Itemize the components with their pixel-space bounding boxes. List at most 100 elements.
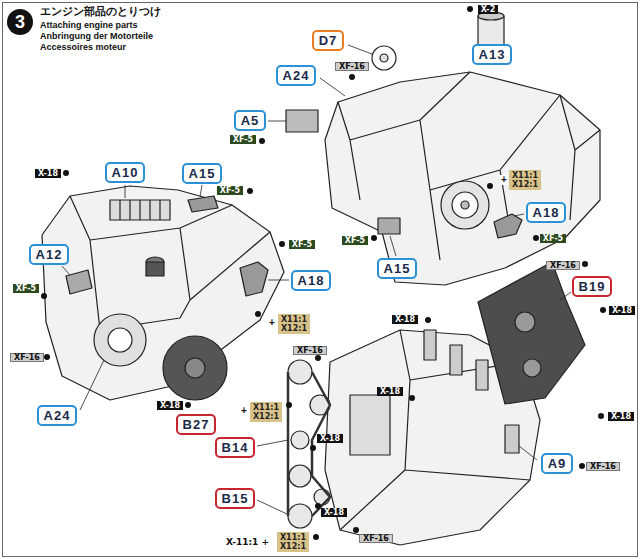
leader-line xyxy=(348,45,372,54)
paint-code: X11:1 xyxy=(281,315,307,324)
left-engine xyxy=(110,200,170,220)
paint-tag: XF-16 xyxy=(335,62,369,71)
leader-line xyxy=(125,185,126,198)
paint-tag: XF-5 xyxy=(289,240,315,249)
part-callout: A24 xyxy=(276,65,317,86)
frame xyxy=(3,3,638,557)
paint-note: X-11:1 + xyxy=(225,537,270,547)
lower-engine xyxy=(450,345,462,375)
paint-code: XF-5 xyxy=(543,234,563,243)
paint-code: X-18 xyxy=(324,508,344,517)
paint-tag: XF-16 xyxy=(359,534,393,543)
step-title: エンジン部品のとりつけ xyxy=(40,6,161,18)
part-number: A15 xyxy=(189,166,216,181)
paint-tag: X-18 xyxy=(321,508,347,517)
paint-dot xyxy=(409,395,415,401)
plus-sign: + xyxy=(268,318,276,328)
left-engine xyxy=(108,328,132,352)
paint-tag: X-2 xyxy=(478,5,498,14)
paint-dot xyxy=(41,6,606,540)
lower-engine xyxy=(288,262,585,545)
upper-engine xyxy=(452,192,478,218)
paint-tag: X-18 xyxy=(35,169,61,178)
part-callout: B15 xyxy=(215,488,256,509)
paint-code: X-18 xyxy=(160,401,180,410)
paint-code: X-18 xyxy=(395,315,415,324)
part-callout: D7 xyxy=(312,30,345,51)
part-callout: A15 xyxy=(377,258,418,279)
lower-engine xyxy=(476,360,488,390)
paint-code: X-18 xyxy=(612,306,632,315)
part-number: A18 xyxy=(533,205,560,220)
paint-tag: XF-5 xyxy=(230,135,256,144)
leader-line xyxy=(560,292,571,300)
paint-code: X-18 xyxy=(38,169,58,178)
paint-tag: X-18 xyxy=(157,401,183,410)
paint-code: XF-16 xyxy=(297,347,323,354)
paint-dot xyxy=(371,235,377,241)
part-callout: A10 xyxy=(105,162,146,183)
leader-line xyxy=(268,280,289,281)
upper-engine xyxy=(338,72,600,260)
left-engine xyxy=(42,186,284,400)
part-callout: A9 xyxy=(541,453,574,474)
paint-dot xyxy=(286,402,292,408)
leader-line xyxy=(200,185,202,197)
paint-dot xyxy=(63,170,69,176)
paint-tag: XF-16 xyxy=(10,353,44,362)
paint-dot xyxy=(313,534,319,540)
leader-line xyxy=(62,266,70,275)
part-number: A5 xyxy=(241,113,260,128)
paint-code: XF-16 xyxy=(14,354,40,361)
part-number: B14 xyxy=(222,440,249,455)
paint-tag: XF-16 xyxy=(293,346,327,355)
paint-code: X11:1 xyxy=(253,403,279,412)
left-engine xyxy=(66,270,92,294)
left-engine xyxy=(94,314,146,366)
part-callout: B19 xyxy=(572,276,613,297)
paint-dot xyxy=(600,307,606,313)
leader-line xyxy=(390,236,396,256)
paint-dot xyxy=(487,183,493,189)
paint-code: XF-16 xyxy=(590,463,616,470)
left-engine xyxy=(188,196,218,212)
part-number: A24 xyxy=(283,68,310,83)
paint-code: X11:1 xyxy=(512,171,538,180)
plus-sign: + xyxy=(500,175,508,185)
lower-engine xyxy=(424,330,436,360)
upper-engine xyxy=(380,54,388,62)
paint-code: X-18 xyxy=(611,412,631,421)
lower-engine xyxy=(350,395,390,455)
upper-engine xyxy=(286,110,318,132)
part-callout: A12 xyxy=(29,244,70,265)
paint-tag: XF-5 xyxy=(217,186,243,195)
paint-dot xyxy=(353,527,359,533)
part-number: B27 xyxy=(183,417,210,432)
part-callout: A5 xyxy=(234,110,267,131)
part-number: A24 xyxy=(44,408,71,423)
left-engine xyxy=(163,336,227,400)
paint-tag: X11:1X12:1 xyxy=(278,314,310,334)
paint-code: X12:1 xyxy=(512,180,538,189)
part-number: B15 xyxy=(222,491,249,506)
left-engine xyxy=(240,262,268,296)
paint-dot xyxy=(259,138,265,144)
lower-engine xyxy=(288,360,312,384)
step-digit: 3 xyxy=(7,9,33,35)
upper-engine xyxy=(325,72,600,285)
part-callout: B27 xyxy=(176,414,217,435)
lower-engine xyxy=(505,425,519,453)
paint-code: XF-16 xyxy=(339,63,365,70)
paint-tag: XF-16 xyxy=(546,261,580,270)
part-number: A18 xyxy=(298,273,325,288)
leader-line xyxy=(268,121,286,122)
upper-engine xyxy=(286,12,600,285)
paint-code: XF-16 xyxy=(363,535,389,542)
step-number: 3 xyxy=(7,9,33,35)
paint-tag: XF-5 xyxy=(13,284,39,293)
paint-tag: XF-5 xyxy=(540,234,566,243)
paint-dot xyxy=(467,6,473,12)
paint-dot xyxy=(598,413,604,419)
paint-dot xyxy=(579,463,585,469)
paint-tag: X11:1X12:1 xyxy=(250,402,282,422)
